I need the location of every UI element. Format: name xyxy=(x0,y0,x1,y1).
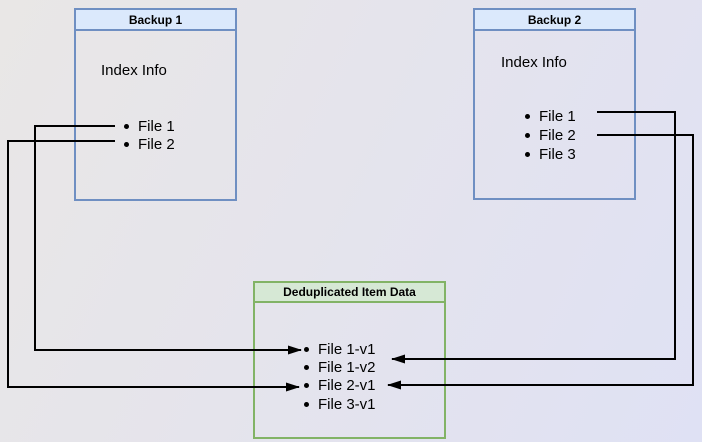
list-item: File 3 xyxy=(525,145,576,164)
dedup-header: Deduplicated Item Data xyxy=(255,283,444,303)
bullet-icon xyxy=(304,346,309,352)
backup2-box: Backup 2 xyxy=(473,8,636,200)
backup2-file2-label: File 2 xyxy=(539,127,576,144)
list-item: File 2 xyxy=(124,135,175,153)
backup2-index-info-label: Index Info xyxy=(501,54,567,71)
bullet-icon xyxy=(525,114,530,119)
backup2-file-list: File 1 File 2 File 3 xyxy=(525,107,576,164)
dedup-title: Deduplicated Item Data xyxy=(283,285,416,299)
dedup-file1v2-label: File 1-v2 xyxy=(318,359,376,377)
dedup-file3v1-label: File 3-v1 xyxy=(318,395,376,413)
list-item: File 3-v1 xyxy=(304,395,376,413)
dedup-file2v1-label: File 2-v1 xyxy=(318,377,376,395)
backup1-file-list: File 1 File 2 xyxy=(124,117,175,153)
list-item: File 2 xyxy=(525,126,576,145)
list-item: File 1 xyxy=(124,117,175,135)
backup1-box: Backup 1 xyxy=(74,8,237,201)
backup1-file2-label: File 2 xyxy=(138,135,175,153)
bullet-icon xyxy=(304,365,309,371)
bullet-icon xyxy=(304,401,309,407)
backup2-header: Backup 2 xyxy=(475,10,634,31)
backup1-index-info-label: Index Info xyxy=(101,62,167,79)
backup1-header: Backup 1 xyxy=(76,10,235,31)
bullet-icon xyxy=(124,123,129,129)
backup1-file1-label: File 1 xyxy=(138,117,175,135)
backup2-file3-label: File 3 xyxy=(539,146,576,163)
backup2-file1-label: File 1 xyxy=(539,108,576,125)
backup1-title: Backup 1 xyxy=(128,12,183,27)
backup2-title: Backup 2 xyxy=(527,12,582,27)
bullet-icon xyxy=(124,141,129,147)
list-item: File 1 xyxy=(525,107,576,126)
dedup-file-list: File 1-v1 File 1-v2 File 2-v1 File 3-v1 xyxy=(304,340,376,414)
list-item: File 2-v1 xyxy=(304,377,376,395)
dedup-file1v1-label: File 1-v1 xyxy=(318,340,376,358)
bullet-icon xyxy=(525,133,530,138)
list-item: File 1-v2 xyxy=(304,358,376,376)
bullet-icon xyxy=(304,383,309,389)
list-item: File 1-v1 xyxy=(304,340,376,358)
bullet-icon xyxy=(525,152,530,157)
